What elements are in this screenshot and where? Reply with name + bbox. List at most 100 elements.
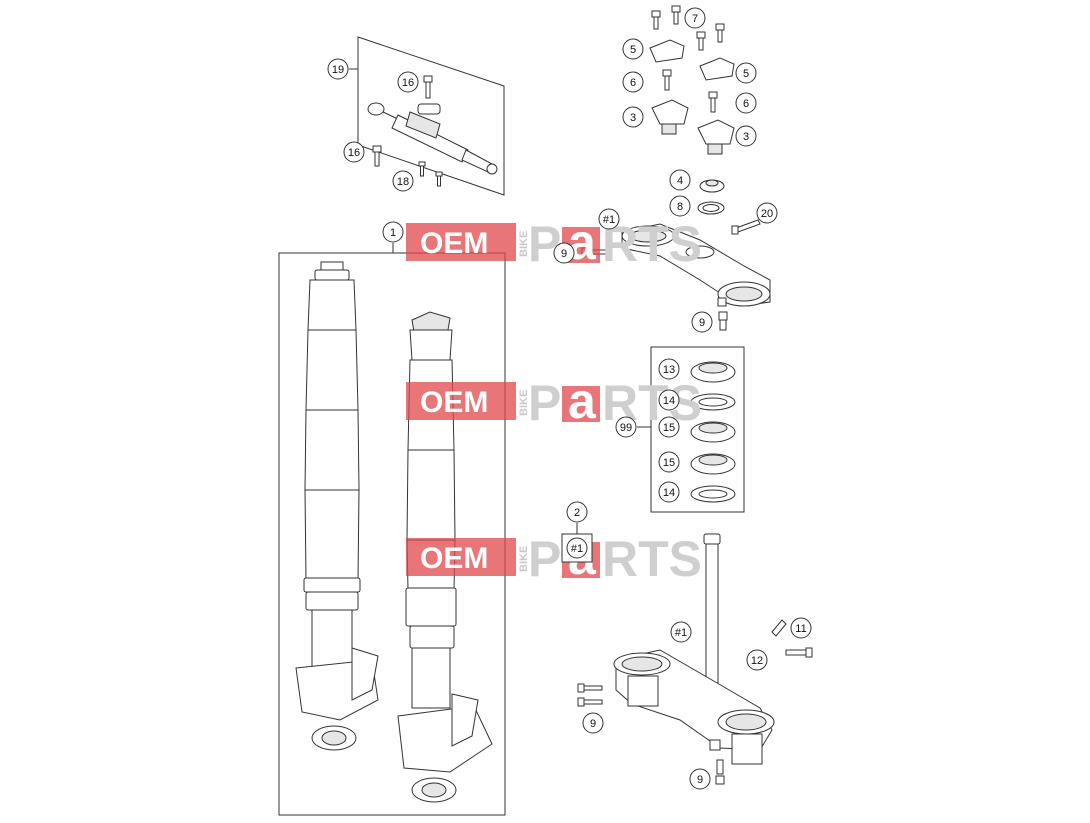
bolt-16-left [372, 145, 382, 167]
callout-circle [343, 141, 365, 163]
callout-number: 20 [761, 208, 773, 220]
callout-c-9c: 9 [582, 712, 604, 734]
callout-circle [658, 481, 680, 503]
watermark-bike-text: BIKE [518, 390, 530, 416]
callout-c-14b: 14 [658, 481, 680, 503]
damper-kit-frame [357, 36, 505, 196]
stem-nut-group [697, 179, 725, 215]
screw-18 [418, 161, 443, 187]
callout-circle [669, 169, 691, 191]
bolt-12 [785, 647, 813, 658]
callout-c-5a: 5 [622, 38, 644, 60]
callout-c-2: 2 [566, 501, 588, 523]
handlebar-clamp-group [649, 5, 735, 155]
callout-circle [553, 242, 575, 264]
callout-number: 5 [743, 68, 749, 80]
callout-number: 9 [590, 718, 596, 730]
callout-circle [566, 537, 588, 559]
callout-number: 12 [751, 655, 763, 667]
seal-14-bottom [690, 485, 736, 503]
callout-c-7: 7 [684, 7, 706, 29]
callout-c-6b: 6 [735, 92, 757, 114]
callout-c-20: 20 [756, 202, 778, 224]
callout-number: 9 [699, 317, 705, 329]
callout-c-16a: 16 [397, 71, 419, 93]
bearing-15-top [690, 421, 736, 443]
seal-14-top [690, 393, 736, 411]
callout-number: 3 [743, 131, 749, 143]
callout-number: #1 [571, 543, 583, 555]
callout-c-1: 1 [382, 221, 404, 243]
callout-number: 6 [743, 98, 749, 110]
callout-number: 14 [663, 487, 675, 499]
callout-c-h1b: #1 [561, 533, 593, 563]
bolt-6 [662, 69, 718, 113]
callout-circle [397, 71, 419, 93]
callout-c-h1a: #1 [598, 208, 620, 230]
callout-circle [735, 125, 757, 147]
callout-number: 15 [663, 422, 675, 434]
upper-triple-clamp [621, 223, 771, 307]
callout-circle [582, 712, 604, 734]
watermark-p-text: P [528, 216, 561, 272]
callout-circle [392, 170, 414, 192]
callout-c-3b: 3 [735, 125, 757, 147]
callout-circle [327, 58, 349, 80]
watermark-oem-text: OEM [420, 542, 488, 575]
callout-circle [670, 621, 692, 643]
callout-circle [735, 62, 757, 84]
bearing-15-bottom [690, 453, 736, 475]
lower-triple-clamp [613, 533, 775, 765]
callout-c-15a: 15 [658, 416, 680, 438]
callout-circle [658, 358, 680, 380]
steering-damper-group [349, 36, 505, 196]
callout-circle [756, 202, 778, 224]
fork-kit-frame [278, 252, 506, 816]
callout-circle [658, 389, 680, 411]
callout-number: #1 [675, 627, 687, 639]
callout-number: 19 [332, 64, 344, 76]
bolt-20 [731, 219, 761, 235]
callout-circle [622, 71, 644, 93]
watermark-a-text: a [568, 214, 597, 270]
callout-number: 9 [697, 774, 703, 786]
callout-c-99: 99 [615, 416, 637, 438]
callout-c-4: 4 [669, 169, 691, 191]
callout-number: 16 [348, 147, 360, 159]
callout-number: 16 [402, 77, 414, 89]
bolt-7 [651, 5, 725, 51]
callout-circle [669, 195, 691, 217]
bearing-kit-group [637, 346, 745, 513]
callout-c-19: 19 [327, 58, 349, 80]
callout-circle [684, 7, 706, 29]
callout-number: 2 [574, 507, 580, 519]
callout-circle [790, 617, 812, 639]
callout-circle [566, 501, 588, 523]
callout-number: 8 [677, 201, 683, 213]
watermark-rts-text: RTS [602, 216, 702, 272]
callout-circle [382, 221, 404, 243]
bolt-11 [771, 619, 787, 637]
upper-clamp-5 [649, 39, 735, 81]
fork-assembly-group [278, 243, 506, 816]
callout-number: 1 [390, 227, 396, 239]
callout-c-13: 13 [658, 358, 680, 380]
callout-circle [622, 38, 644, 60]
lower-clamp-3 [651, 99, 735, 155]
callout-circle [658, 416, 680, 438]
callout-circle [615, 416, 637, 438]
watermark-bike-text: BIKE [518, 231, 530, 257]
callout-c-18: 18 [392, 170, 414, 192]
callout-number: 14 [663, 395, 675, 407]
bearing-kit-frame [650, 346, 745, 513]
watermark-a-text: a [568, 373, 597, 429]
callout-number: #1 [603, 214, 615, 226]
callout-c-11: 11 [790, 617, 812, 639]
callout-number: 5 [630, 44, 636, 56]
watermark-layer: OEMBIKEPaRTSOEMBIKEPaRTSOEMBIKEPaRTS [406, 214, 702, 587]
callout-c-3a: 3 [622, 106, 644, 128]
